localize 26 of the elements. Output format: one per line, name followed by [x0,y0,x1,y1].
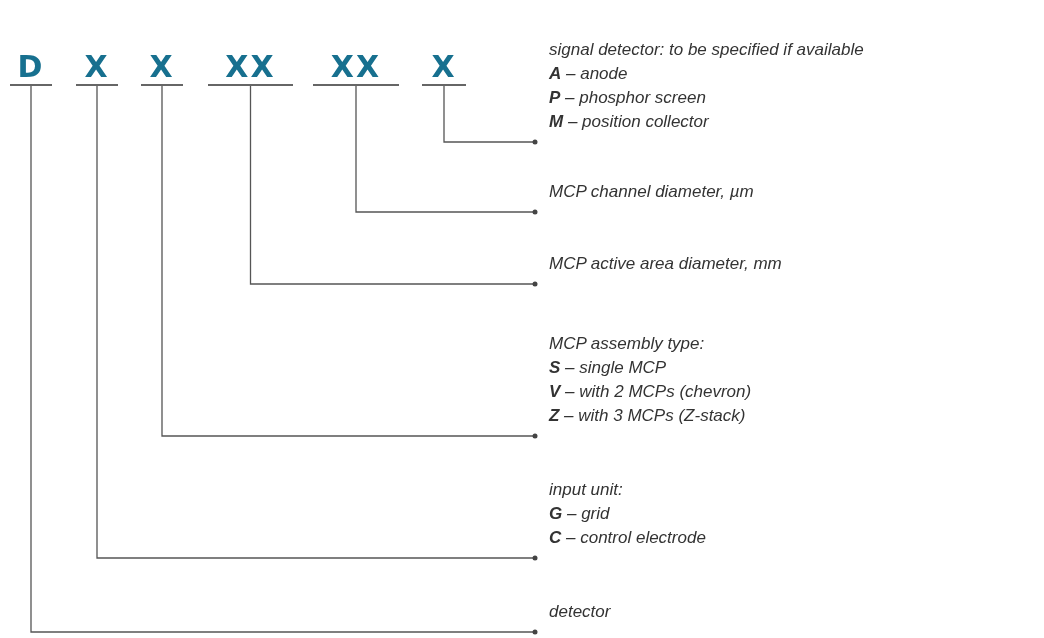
description-text: detector [549,601,611,623]
option-text: M – position collector [549,111,709,133]
leader-line [161,85,538,439]
description-text: input unit: [549,479,623,501]
code-character: XX [313,50,399,86]
leader-line [443,85,538,145]
option-text: S – single MCP [549,357,667,379]
code-character: XX [208,50,293,86]
option-text: C – control electrode [549,527,706,549]
leader-line [355,85,538,215]
description-text: MCP active area diameter, mm [549,253,782,275]
option-text: A – anode [549,63,628,85]
description-text: signal detector: to be specified if available [549,39,864,61]
code-character: X [141,50,183,86]
description-text: MCP channel diameter, µm [549,181,754,203]
description-text: MCP assembly type: [549,333,705,355]
leader-line [96,85,538,561]
code-character: X [76,50,118,86]
code-character: D [10,50,52,86]
leader-line [249,85,538,287]
option-text: P – phosphor screen [549,87,706,109]
leader-line [30,85,538,635]
option-text: V – with 2 MCPs (chevron) [549,381,752,403]
code-character: X [422,50,466,86]
option-text: Z – with 3 MCPs (Z-stack) [549,405,746,427]
option-text: G – grid [549,503,610,525]
